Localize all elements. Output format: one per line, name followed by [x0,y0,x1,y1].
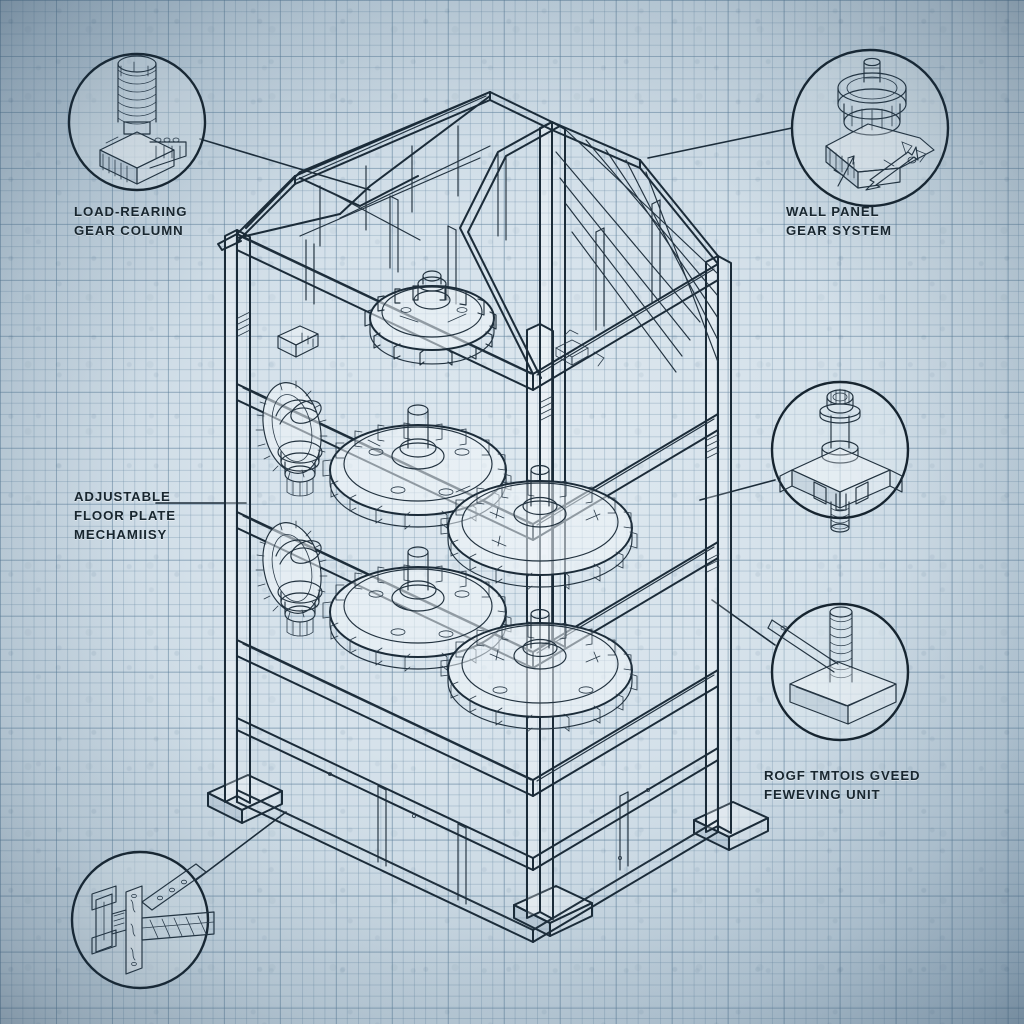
detail-star-gear-plate [779,388,903,533]
label-load-bearing-gear-column: LOAD-REARING GEAR COLUMN [74,204,188,239]
detail-threaded-rod-foot [767,606,897,725]
bevel-drive-middle [255,520,328,637]
callout-star-gear-spindle [770,380,910,533]
ring-gear-upper-left [322,404,512,530]
callout-load-bearing-gear-column [67,52,207,192]
leader-lines [155,127,793,881]
main-frame-assembly [207,91,769,943]
detail-bracket-connector [91,863,215,975]
callout-leveling-unit [767,602,910,742]
roof-truss [217,91,719,379]
label-roof-leveling-unit: ROGF TMTOIS GVEED FEWEVING UNIT [764,768,921,803]
leader-wall-panel [647,127,793,159]
bevel-drive-upper [255,380,328,497]
leader-bracket-joint [195,811,287,881]
leader-star-gear [699,479,776,501]
joint-hatching [237,311,720,573]
ring-gear-middle-left [322,546,512,672]
leader-leveling-unit [711,599,776,646]
roof-interior-mechanism [555,329,605,367]
leader-load-bearing [199,138,371,191]
callout-wall-panel-gear-system [790,48,950,208]
ring-gear-upper-right [440,464,638,591]
motion-arrow-double [865,146,919,191]
detail-threaded-column [99,55,187,185]
callout-bracket-joint [70,850,215,990]
label-wall-panel-gear-system: WALL PANEL GEAR SYSTEM [786,204,892,239]
base-frame-rails [236,717,719,943]
label-adjustable-floor-plate-mechanism: ADJUSTABLE FLOOR PLATE MECHAMIISY [74,489,176,543]
ring-gear-middle-right [440,608,638,733]
footing-pads [207,774,769,937]
detail-gear-hub [825,57,935,191]
attic-gear [364,270,497,366]
gearbox-block [277,325,319,358]
floor-beam-lower [236,639,719,797]
motion-arrow-up [833,155,855,187]
